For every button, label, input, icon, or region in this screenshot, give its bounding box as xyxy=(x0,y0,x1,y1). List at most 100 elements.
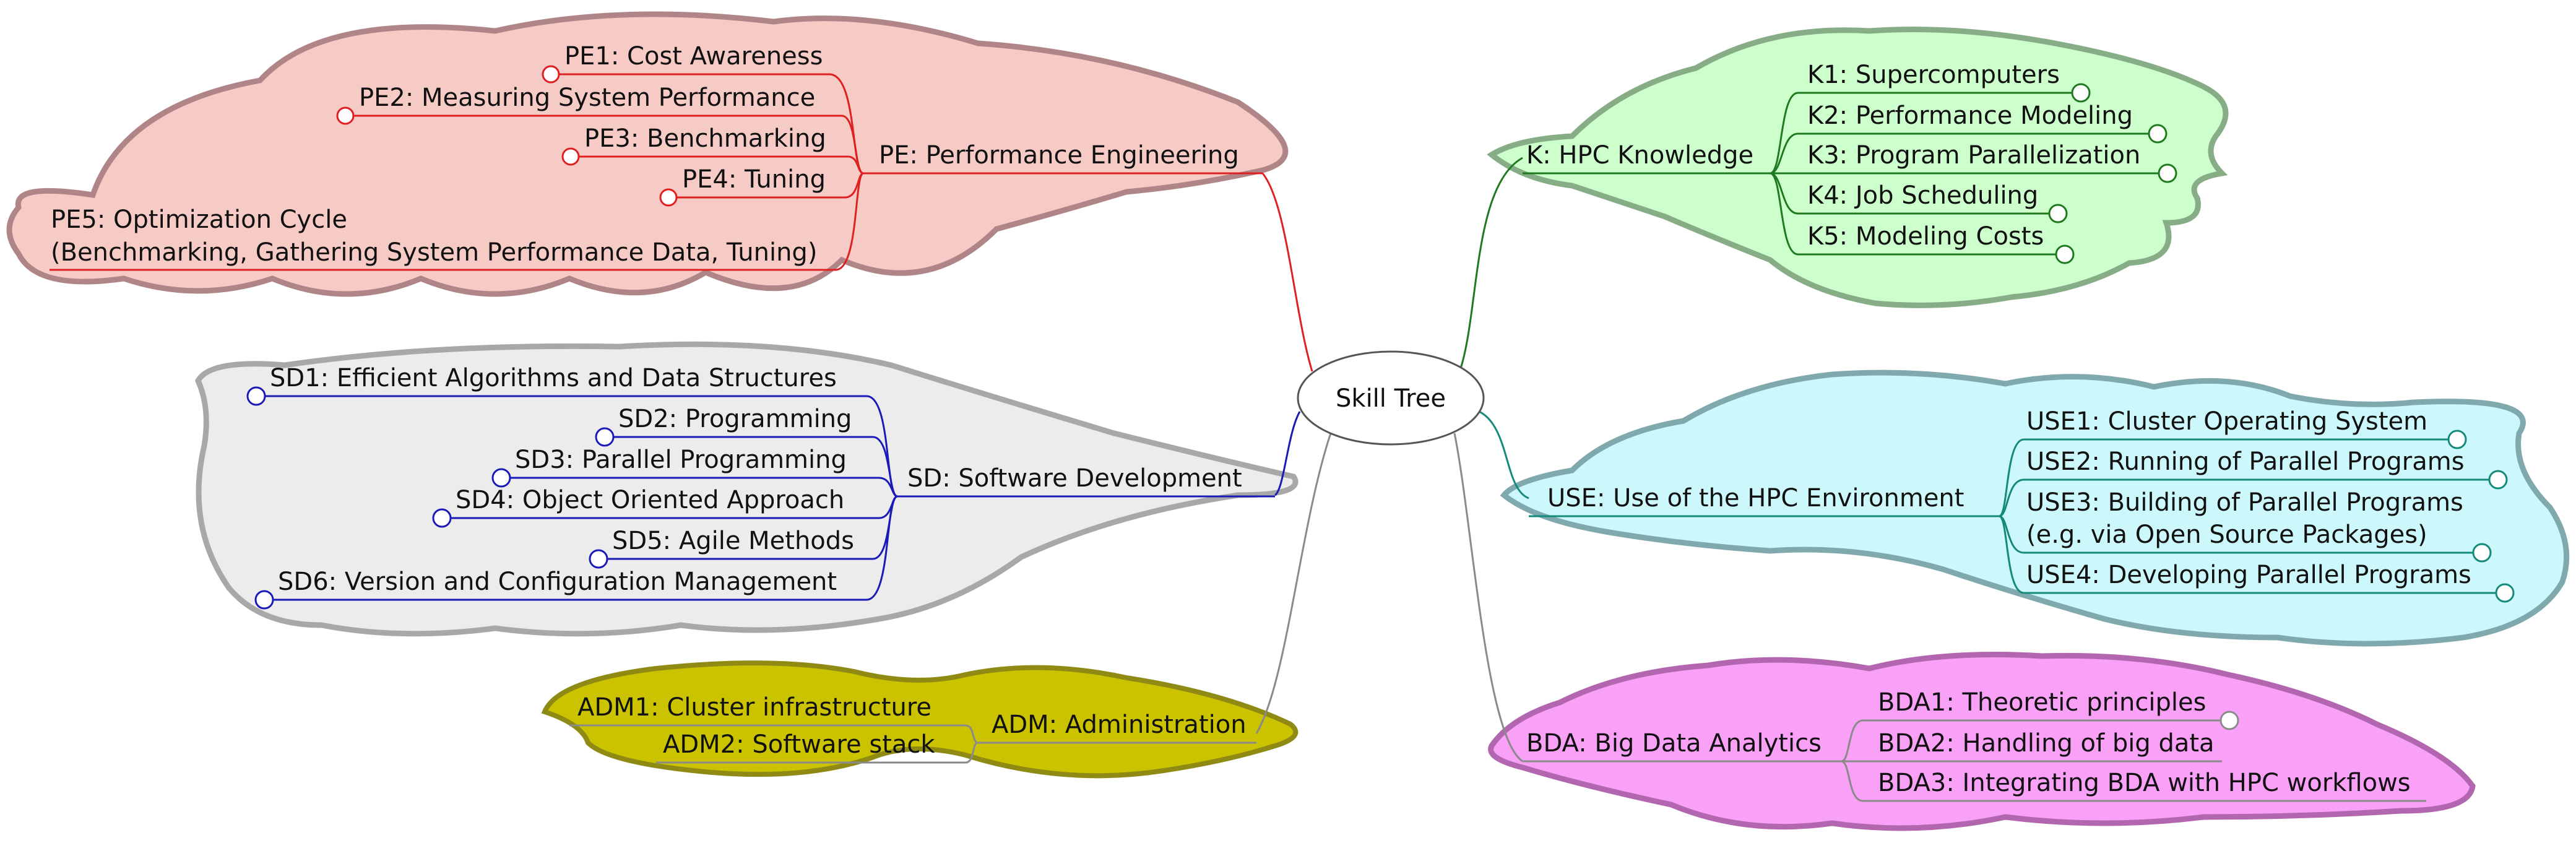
connector-use xyxy=(1479,410,1529,499)
k5-node[interactable] xyxy=(2055,244,2075,264)
k3-node[interactable] xyxy=(2158,163,2177,183)
k-branch-label[interactable]: K: HPC Knowledge xyxy=(1526,141,1753,170)
use-cloud xyxy=(1500,370,2570,647)
sd5-label[interactable]: SD5: Agile Methods xyxy=(612,527,854,555)
use3-label-line2: (e.g. via Open Source Packages) xyxy=(2026,521,2427,549)
sd3-line xyxy=(501,477,898,498)
pe1-node[interactable] xyxy=(542,65,560,84)
k1-line xyxy=(1770,92,2081,175)
k2-node[interactable] xyxy=(2148,124,2168,144)
use-lines xyxy=(1529,430,2515,603)
use2-line xyxy=(1999,478,2498,517)
bda3-line xyxy=(1841,760,2426,802)
use3-node[interactable] xyxy=(2472,543,2492,563)
sd6-node[interactable] xyxy=(254,590,274,610)
k-labels: K: HPC Knowledge K1: Supercomputers K2: … xyxy=(1526,61,2140,251)
pe1-label[interactable]: PE1: Cost Awareness xyxy=(564,42,823,71)
bda-branch-label[interactable]: BDA: Big Data Analytics xyxy=(1526,729,1822,758)
k5-line xyxy=(1770,172,2065,256)
connector-bda xyxy=(1453,433,1523,763)
sd1-node[interactable] xyxy=(246,386,266,406)
pe3-node[interactable] xyxy=(561,147,580,166)
adm-branch-label[interactable]: ADM: Administration xyxy=(992,711,1247,739)
bda-labels: BDA: Big Data Analytics BDA1: Theoretic … xyxy=(1526,688,2411,797)
sd5-node[interactable] xyxy=(589,549,608,569)
adm1-line xyxy=(569,724,979,744)
pe4-node[interactable] xyxy=(659,188,678,207)
sd4-node[interactable] xyxy=(432,508,452,528)
pe4-label[interactable]: PE4: Tuning xyxy=(682,165,826,194)
sd3-node[interactable] xyxy=(491,468,511,488)
use4-node[interactable] xyxy=(2495,583,2515,603)
k-lines xyxy=(1523,83,2177,264)
adm1-label[interactable]: ADM1: Cluster infrastructure xyxy=(577,693,931,722)
use1-label[interactable]: USE1: Cluster Operating System xyxy=(2026,407,2427,436)
k-cloud-shape xyxy=(1487,27,2229,308)
sd4-label[interactable]: SD4: Object Oriented Approach xyxy=(456,486,844,514)
pe3-label[interactable]: PE3: Benchmarking xyxy=(584,124,826,153)
sd-labels: SD: Software Development SD1: Efficient … xyxy=(270,364,1242,596)
root-label: Skill Tree xyxy=(1336,384,1446,413)
k4-node[interactable] xyxy=(2048,204,2068,223)
k2-label[interactable]: K2: Performance Modeling xyxy=(1807,102,2133,130)
bda1-line xyxy=(1841,719,2229,763)
adm2-label[interactable]: ADM2: Software stack xyxy=(663,730,935,759)
pe-branch-label[interactable]: PE: Performance Engineering xyxy=(879,141,1239,170)
pe-cloud-shape xyxy=(6,11,1289,297)
adm-cloud-shape xyxy=(541,660,1299,779)
root-connectors xyxy=(1255,157,1529,763)
adm-labels: ADM: Administration ADM1: Cluster infras… xyxy=(577,693,1247,759)
use-cloud-shape xyxy=(1500,370,2570,647)
adm-lines xyxy=(569,724,1256,764)
pe-labels: PE: Performance Engineering PE1: Cost Aw… xyxy=(51,42,1239,267)
bda1-label[interactable]: BDA1: Theoretic principles xyxy=(1878,688,2206,717)
k4-label[interactable]: K4: Job Scheduling xyxy=(1807,181,2038,210)
sd2-label[interactable]: SD2: Programming xyxy=(618,405,852,433)
sd2-node[interactable] xyxy=(595,427,615,447)
adm2-line xyxy=(656,741,979,764)
pe2-node[interactable] xyxy=(336,106,355,125)
pe-lines xyxy=(50,65,1263,271)
use2-node[interactable] xyxy=(2488,470,2508,490)
bda2-label[interactable]: BDA2: Handling of big data xyxy=(1878,729,2215,758)
connector-pe xyxy=(1261,173,1313,372)
sd1-label[interactable]: SD1: Efficient Algorithms and Data Struc… xyxy=(270,364,837,392)
connector-k xyxy=(1459,157,1523,369)
use4-label[interactable]: USE4: Developing Parallel Programs xyxy=(2026,561,2471,589)
root-ellipse[interactable] xyxy=(1297,350,1485,446)
bda1-node[interactable] xyxy=(2219,711,2239,730)
pe3-line xyxy=(571,155,864,175)
connector-sd xyxy=(1274,411,1301,496)
sd-branch-label[interactable]: SD: Software Development xyxy=(907,464,1242,493)
bda3-label[interactable]: BDA3: Integrating BDA with HPC workflows xyxy=(1878,769,2411,797)
k2-line xyxy=(1770,132,2158,175)
k1-node[interactable] xyxy=(2071,83,2091,103)
connector-adm xyxy=(1255,433,1332,734)
use1-node[interactable] xyxy=(2447,430,2467,449)
sd-cloud xyxy=(194,341,1299,637)
pe2-label[interactable]: PE2: Measuring System Performance xyxy=(359,84,815,112)
use-branch-label[interactable]: USE: Use of the HPC Environment xyxy=(1547,484,1964,512)
sd-cloud-shape xyxy=(194,341,1299,637)
sd-lines xyxy=(246,386,1275,610)
use2-label[interactable]: USE2: Running of Parallel Programs xyxy=(2026,447,2465,476)
sd3-label[interactable]: SD3: Parallel Programming xyxy=(515,446,847,474)
pe5-label-line2: (Benchmarking, Gathering System Performa… xyxy=(51,238,817,267)
use1-line xyxy=(1999,438,2457,517)
k1-label[interactable]: K1: Supercomputers xyxy=(1807,61,2060,89)
root-node[interactable]: Skill Tree xyxy=(1297,350,1485,446)
sd6-label[interactable]: SD6: Version and Configuration Managemen… xyxy=(278,568,837,596)
bda-lines xyxy=(1523,711,2426,802)
use-labels: USE: Use of the HPC Environment USE1: Cl… xyxy=(1547,407,2471,589)
pe5-label[interactable]: PE5: Optimization Cycle xyxy=(51,205,347,234)
pe-cloud xyxy=(6,11,1289,297)
use3-label[interactable]: USE3: Building of Parallel Programs xyxy=(2026,488,2463,517)
k5-label[interactable]: K5: Modeling Costs xyxy=(1807,222,2044,251)
adm-cloud xyxy=(541,660,1299,779)
bda-cloud xyxy=(1488,652,2476,831)
k3-label[interactable]: K3: Program Parallelization xyxy=(1807,141,2140,170)
bda-cloud-shape xyxy=(1488,652,2476,831)
k-cloud xyxy=(1487,27,2229,308)
